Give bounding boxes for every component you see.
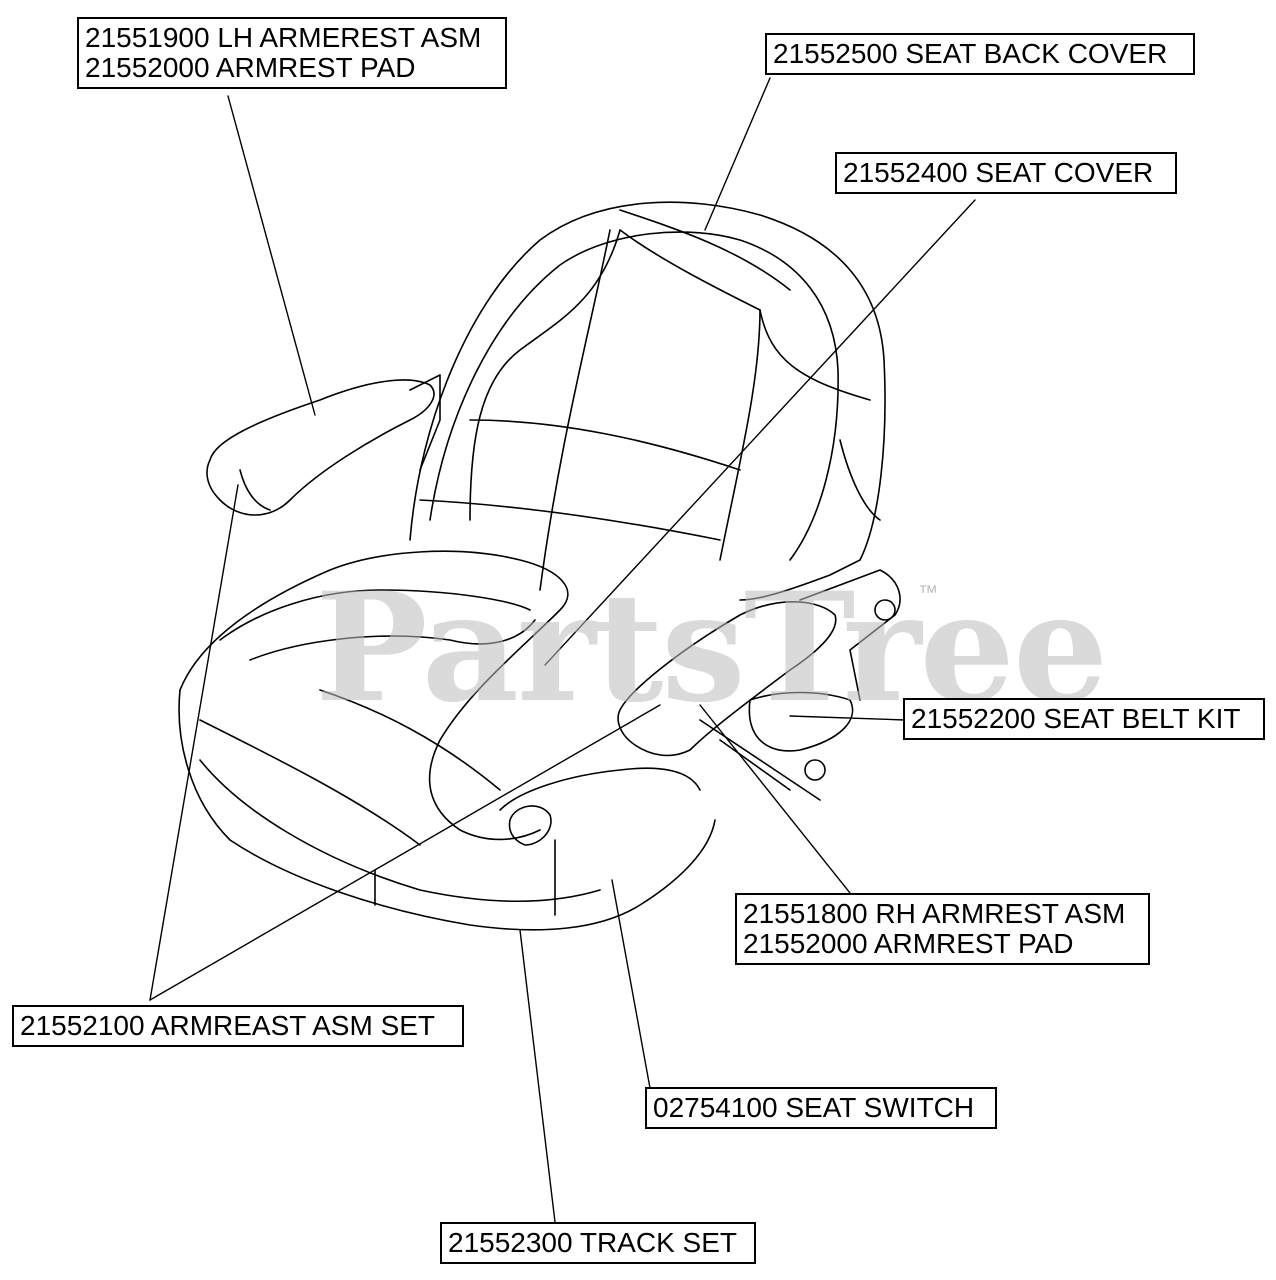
- rh-armrest-bracket: [799, 569, 901, 701]
- callout-line: 02754100 SEAT SWITCH: [653, 1092, 975, 1123]
- leader-seat-cover: [544, 199, 976, 666]
- seat-cushion-bolster: [219, 589, 531, 641]
- leader-seat-back-cover: [704, 77, 771, 231]
- rh-armrest-shape: [617, 601, 837, 757]
- lh-armrest-shape: [206, 379, 435, 516]
- pivot-bolt: [874, 599, 896, 621]
- callout-line: 21552000 ARMREST PAD: [85, 52, 416, 83]
- callout-line: 21552300 TRACK SET: [448, 1227, 737, 1258]
- callout-armrest-set: 21552100 ARMREAST ASM SET: [12, 1005, 464, 1047]
- seat-back-seam-4: [759, 309, 871, 401]
- callout-lh-armrest: 21551900 LH ARMEREST ASM 21552000 ARMRES…: [77, 17, 507, 89]
- leader-track-set: [519, 929, 556, 1223]
- leader-armrest-set-right: [149, 704, 661, 1001]
- seat-back-inner: [429, 231, 839, 561]
- seat-switch-boss: [508, 805, 552, 846]
- seat-back-seam-5: [839, 439, 881, 521]
- callout-line: 21551900 LH ARMEREST ASM: [85, 22, 482, 53]
- seat-back-seam-1: [419, 499, 721, 541]
- leader-lh-armrest: [227, 95, 316, 416]
- seat-back-seam-3: [539, 229, 611, 591]
- callout-line: 21552400 SEAT COVER: [843, 157, 1154, 188]
- callout-line: 21552200 SEAT BELT KIT: [911, 703, 1241, 734]
- seat-back-top-seam: [619, 209, 791, 291]
- callout-line: 21552100 ARMREAST ASM SET: [20, 1010, 436, 1041]
- trademark-symbol: ™: [918, 582, 938, 604]
- seat-cushion-outline: [179, 550, 569, 841]
- seat-back-panel-left: [469, 229, 621, 521]
- seat-cushion-front: [178, 689, 716, 931]
- leader-seat-belt-kit: [789, 715, 906, 721]
- callout-line: 21552000 ARMREST PAD: [743, 928, 1074, 959]
- seat-base-side: [499, 767, 701, 811]
- lh-armrest-bracket: [409, 374, 441, 471]
- lh-armrest-pad-seam: [239, 469, 271, 511]
- seat-back-outline: [409, 201, 886, 601]
- seat-back-seam-2: [469, 419, 741, 471]
- track-bolt: [804, 759, 826, 781]
- callout-seat-belt-kit: 21552200 SEAT BELT KIT: [903, 698, 1265, 740]
- seat-belt-strap: [699, 719, 821, 801]
- leader-rh-armrest: [699, 704, 851, 894]
- seat-cushion-bolster-inner: [249, 619, 536, 661]
- callout-track-set: 21552300 TRACK SET: [440, 1222, 756, 1264]
- callout-line: 21552500 SEAT BACK COVER: [773, 38, 1168, 69]
- leader-seat-switch: [611, 879, 651, 1089]
- callout-seat-back-cover: 21552500 SEAT BACK COVER: [765, 33, 1195, 75]
- seat-back-panel-right: [619, 229, 761, 561]
- seat-belt-kit-shape: [748, 691, 854, 752]
- callout-line: 21551800 RH ARMREST ASM: [743, 898, 1126, 929]
- callout-seat-cover: 21552400 SEAT COVER: [835, 152, 1177, 194]
- seat-cushion-front-seam: [199, 719, 421, 846]
- seat-cushion-center: [319, 689, 501, 791]
- leader-armrest-set-left: [149, 484, 239, 1001]
- leader-lines: [149, 77, 976, 1223]
- callout-rh-armrest: 21551800 RH ARMREST ASM 21552000 ARMREST…: [735, 893, 1150, 965]
- seat-cushion-bottom: [199, 759, 601, 903]
- callout-seat-switch: 02754100 SEAT SWITCH: [645, 1087, 997, 1129]
